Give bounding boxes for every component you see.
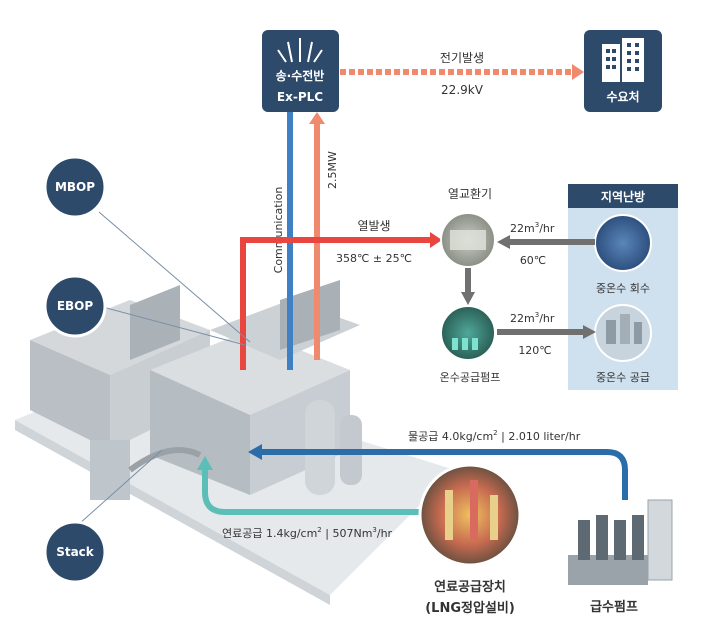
svg-text:Stack: Stack: [56, 545, 95, 559]
fuel-supply-line: 연료공급 1.4kg/cm2 | 507Nm3/hr: [197, 456, 422, 540]
supply-water-label: 중온수 공급: [596, 371, 650, 384]
substation-label-1: 송·수전반: [276, 68, 325, 83]
substation-tower-icon: [277, 38, 323, 63]
return-flow-line: 22m3/hr 60℃: [497, 221, 595, 267]
heat-temp: 358℃ ± 25℃: [336, 252, 412, 265]
badge-ebop: EBOP: [43, 274, 107, 338]
building-icon: [602, 38, 644, 82]
district-heating-panel: 지역난방 중온수 회수 중온수 공급: [568, 184, 678, 390]
substation-panel: 송·수전반 Ex-PLC: [262, 30, 339, 112]
hot-water-pump: 온수공급펌프: [440, 305, 501, 384]
fuel-supply-device: 연료공급장치 (LNG정압설비): [418, 463, 522, 616]
hot-water-pump-label: 온수공급펌프: [440, 371, 501, 384]
supply-flow-line: 22m3/hr 120℃: [497, 311, 596, 357]
heat-exchanger-label: 열교환기: [448, 187, 492, 201]
supply-temp: 120℃: [518, 344, 551, 357]
fuel-cell-plant-illustration: [15, 280, 455, 605]
return-temp: 60℃: [520, 254, 546, 267]
fuel-supply-label: 연료공급 1.4kg/cm2 | 507Nm3/hr: [222, 526, 393, 540]
water-supply-line: 물공급 4.0kg/cm2 | 2.010 liter/hr: [248, 429, 628, 500]
power-label-top: 전기발생: [440, 51, 484, 65]
return-water-image: [594, 214, 652, 272]
consumer-box: 수요처: [584, 30, 662, 112]
communication-label: Communication: [272, 187, 285, 274]
svg-text:EBOP: EBOP: [57, 299, 94, 313]
svg-text:MBOP: MBOP: [55, 180, 95, 194]
return-rate: 22m3/hr: [510, 221, 555, 235]
fuel-device-label-2: (LNG정압설비): [425, 600, 515, 616]
supply-rate: 22m3/hr: [510, 311, 555, 325]
badge-leaders: [78, 211, 251, 525]
badge-stack: Stack: [43, 520, 107, 584]
heat-label: 열발생: [357, 219, 390, 233]
power-output-label: 2.5MW: [326, 151, 339, 189]
feed-pump-label: 급수펌프: [590, 599, 638, 615]
power-arrow: 전기발생 22.9kV: [340, 51, 584, 97]
feed-pump: 급수펌프: [568, 499, 673, 615]
substation-label-2: Ex-PLC: [277, 90, 323, 104]
badge-mbop: MBOP: [43, 155, 107, 219]
hx-to-pump-arrow: [461, 292, 475, 305]
return-water-label: 중온수 회수: [596, 282, 650, 295]
heat-exchanger: 열교환기: [440, 187, 496, 268]
district-heating-title: 지역난방: [601, 189, 645, 204]
water-supply-label: 물공급 4.0kg/cm2 | 2.010 liter/hr: [408, 429, 581, 443]
fuel-device-label-1: 연료공급장치: [434, 579, 506, 595]
heat-pipe: 열발생 358℃ ± 25℃: [240, 219, 442, 370]
power-label-bottom: 22.9kV: [441, 83, 484, 97]
consumer-label: 수요처: [606, 89, 639, 104]
